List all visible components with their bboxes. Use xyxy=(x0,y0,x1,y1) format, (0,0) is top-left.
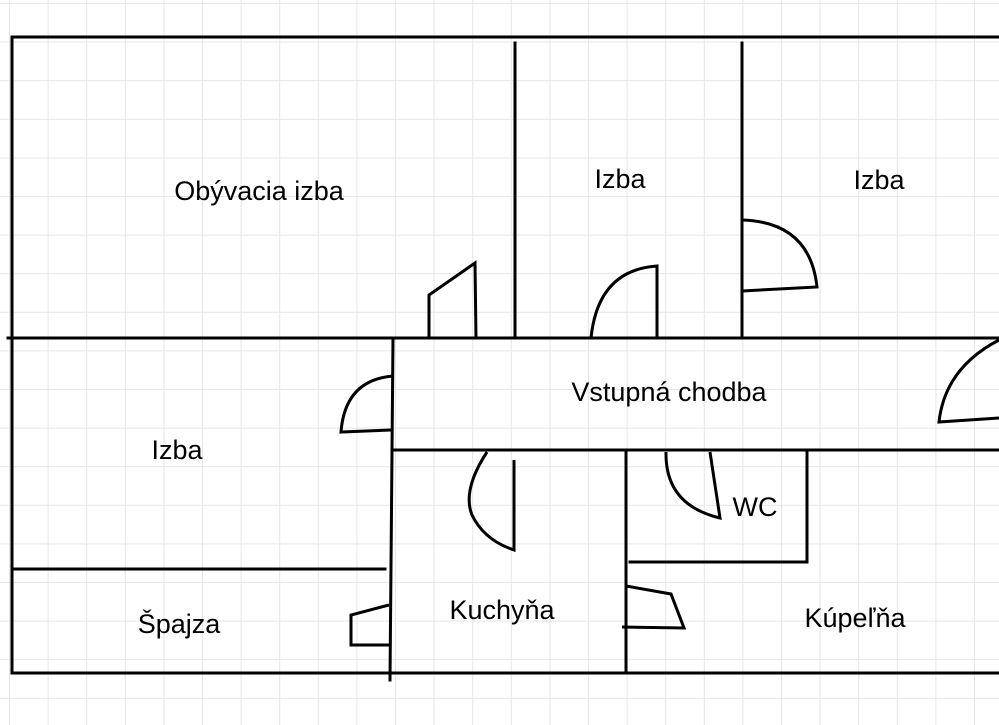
room-labels: Obývacia izba Izba Izba Vstupná chodba I… xyxy=(138,164,907,639)
walls xyxy=(6,35,999,682)
label-kitchen: Kuchyňa xyxy=(449,595,555,625)
door-living-room xyxy=(427,260,478,339)
door-room3 xyxy=(339,374,394,434)
label-room3: Izba xyxy=(151,435,203,465)
wall-hall-left xyxy=(388,336,395,682)
label-wc: WC xyxy=(733,492,778,522)
label-pantry: Špajza xyxy=(138,608,222,639)
label-hall: Vstupná chodba xyxy=(571,377,767,407)
door-room2 xyxy=(741,218,819,293)
door-bathroom xyxy=(621,584,687,630)
label-bathroom: Kúpeľňa xyxy=(805,603,907,633)
doors xyxy=(339,218,999,647)
label-living-room: Obývacia izba xyxy=(174,176,345,206)
door-pantry xyxy=(349,603,390,647)
label-room1: Izba xyxy=(594,164,646,194)
door-room1 xyxy=(589,264,659,339)
label-room2: Izba xyxy=(853,165,905,195)
door-kitchen xyxy=(467,451,516,553)
door-entrance xyxy=(937,338,999,424)
door-wc xyxy=(664,451,722,520)
outer-wall xyxy=(10,35,999,675)
